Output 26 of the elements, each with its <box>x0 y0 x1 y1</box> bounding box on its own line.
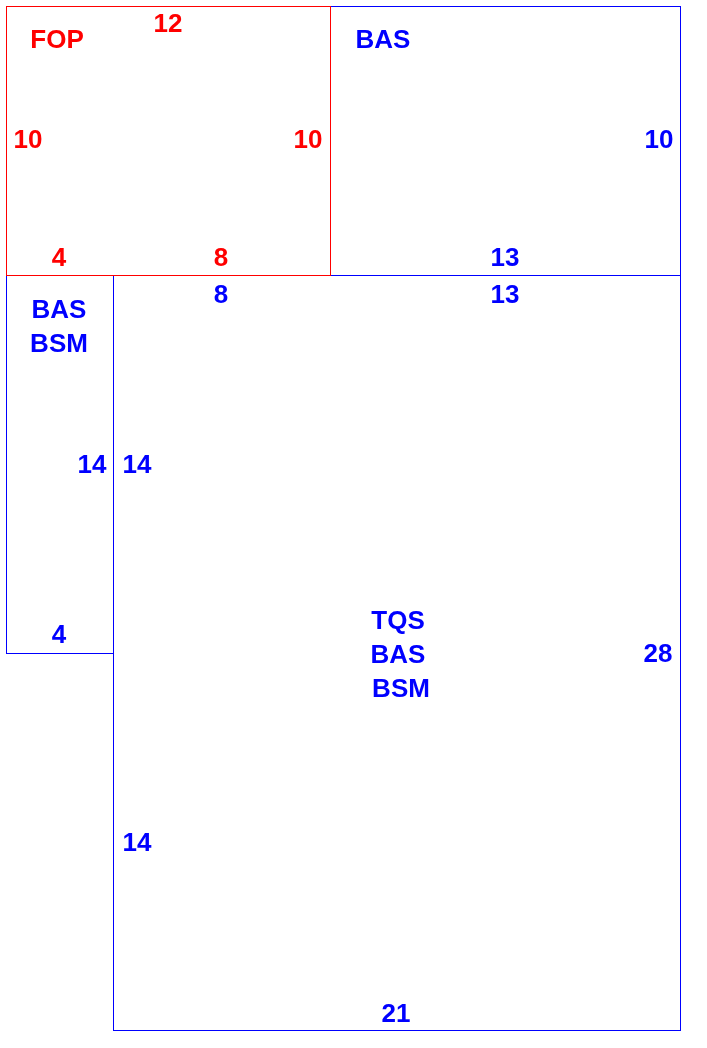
dimension-label: 14 <box>77 451 107 477</box>
room-label: BAS <box>31 296 87 322</box>
dimension-label: 13 <box>490 244 520 270</box>
dimension-label: 21 <box>381 1000 411 1026</box>
dimension-label: 14 <box>122 829 152 855</box>
room-label: BAS <box>370 641 426 667</box>
dimension-label: 12 <box>153 10 183 36</box>
room-label: BSM <box>30 330 88 356</box>
room-outline <box>6 275 114 654</box>
dimension-label: 8 <box>213 244 229 270</box>
room-outline <box>113 275 681 1031</box>
room-label: TQS <box>371 607 425 633</box>
dimension-label: 14 <box>122 451 152 477</box>
dimension-label: 4 <box>51 621 67 647</box>
room-outline <box>6 6 331 276</box>
dimension-label: 10 <box>13 126 43 152</box>
room-label: FOP <box>30 26 84 52</box>
dimension-label: 4 <box>51 244 67 270</box>
dimension-label: 8 <box>213 281 229 307</box>
dimension-label: 13 <box>490 281 520 307</box>
room-label: BAS <box>355 26 411 52</box>
room-outline <box>330 6 681 276</box>
room-label: BSM <box>372 675 430 701</box>
dimension-label: 10 <box>293 126 323 152</box>
dimension-label: 28 <box>643 640 673 666</box>
dimension-label: 10 <box>644 126 674 152</box>
